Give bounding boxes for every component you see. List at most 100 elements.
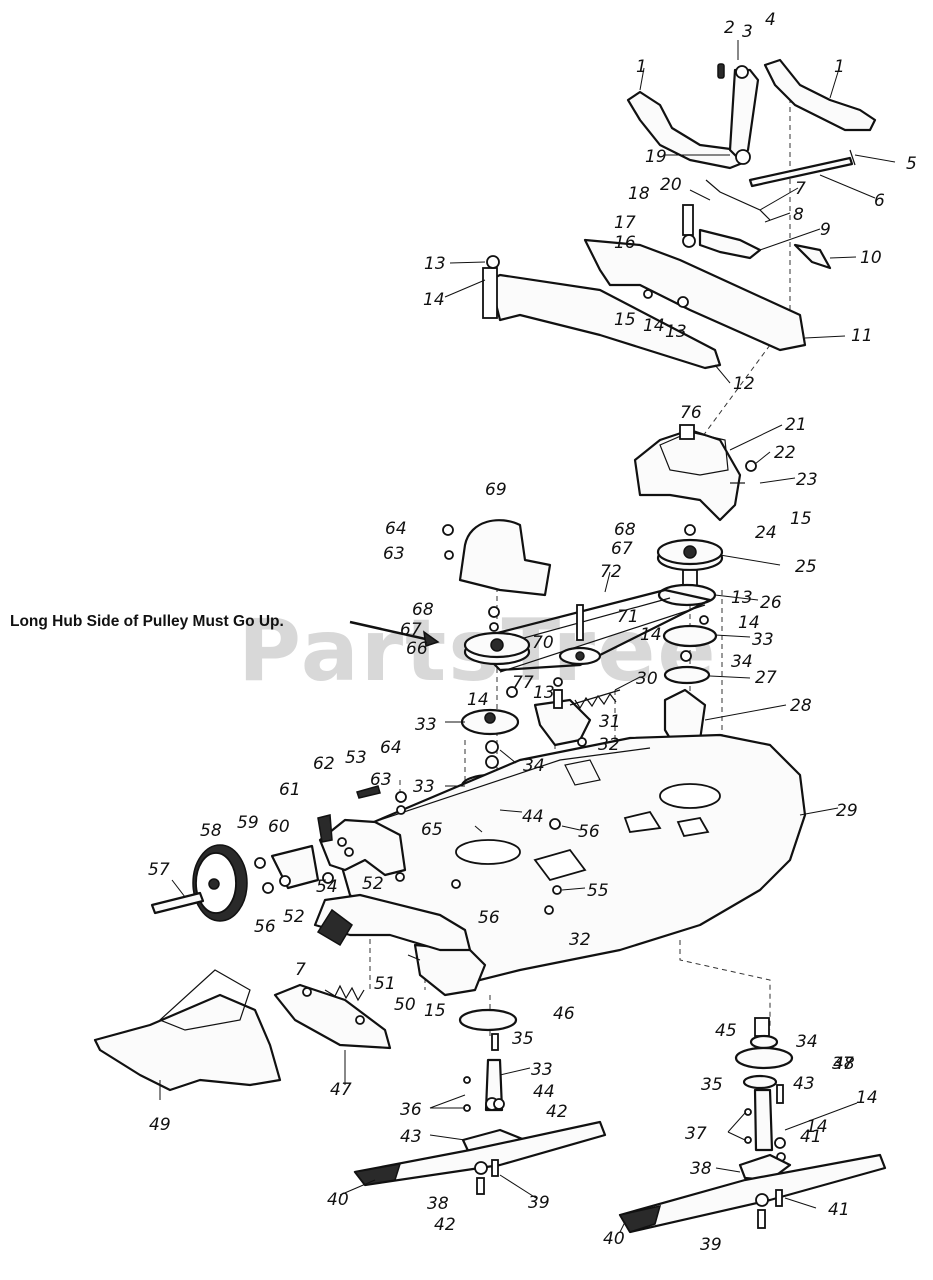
part-number-40: 40 — [327, 1190, 349, 1210]
part-number-68: 68 — [412, 600, 434, 620]
part-number-65: 65 — [421, 820, 443, 840]
part-number-13: 13 — [424, 254, 446, 274]
part-number-40: 40 — [603, 1229, 625, 1249]
pulley-orientation-note: Long Hub Side of Pulley Must Go Up. — [10, 613, 284, 630]
part-number-30: 30 — [636, 669, 658, 689]
part-number-33: 33 — [415, 715, 437, 735]
part-number-52: 52 — [283, 907, 305, 927]
part-number-56: 56 — [578, 822, 600, 842]
part-number-41: 41 — [800, 1127, 822, 1147]
part-number-1: 1 — [834, 57, 845, 77]
part-number-58: 58 — [200, 821, 222, 841]
part-number-6: 6 — [874, 191, 885, 211]
part-number-2: 2 — [724, 18, 735, 38]
left-spindle-blade-assembly — [353, 1008, 607, 1195]
part-number-32: 32 — [598, 735, 620, 755]
part-number-12: 12 — [733, 374, 755, 394]
part-number-68: 68 — [614, 520, 636, 540]
part-number-26: 26 — [760, 593, 782, 613]
part-number-16: 16 — [614, 233, 636, 253]
part-number-37: 37 — [685, 1124, 707, 1144]
part-number-71: 71 — [617, 607, 639, 627]
part-number-11: 11 — [851, 326, 873, 346]
part-number-57: 57 — [148, 860, 170, 880]
note-arrow — [349, 620, 440, 647]
pulley-and-belt-assembly — [463, 524, 724, 673]
part-number-46: 46 — [553, 1004, 575, 1024]
part-number-33: 33 — [752, 630, 774, 650]
part-number-43: 43 — [793, 1074, 815, 1094]
part-number-3: 3 — [742, 22, 753, 42]
part-number-4: 4 — [765, 10, 776, 30]
part-number-34: 34 — [523, 756, 545, 776]
part-number-7: 7 — [795, 179, 806, 199]
part-number-39: 39 — [528, 1193, 550, 1213]
part-number-56: 56 — [254, 917, 276, 937]
gauge-wheel-bracket — [254, 785, 407, 894]
part-number-44: 44 — [533, 1082, 555, 1102]
part-number-55: 55 — [587, 881, 609, 901]
part-number-19: 19 — [645, 147, 667, 167]
part-number-17: 17 — [614, 213, 636, 233]
part-number-33: 33 — [413, 777, 435, 797]
part-number-70: 70 — [532, 633, 554, 653]
part-number-36: 36 — [400, 1100, 422, 1120]
part-number-35: 35 — [701, 1075, 723, 1095]
part-number-18: 18 — [628, 184, 650, 204]
part-number-42: 42 — [434, 1215, 456, 1235]
part-number-59: 59 — [237, 813, 259, 833]
part-number-42: 42 — [546, 1102, 568, 1122]
part-number-67: 67 — [611, 539, 633, 559]
part-number-15: 15 — [424, 1001, 446, 1021]
part-number-62: 62 — [313, 754, 335, 774]
mounting-bracket-assembly — [482, 204, 832, 370]
part-number-35: 35 — [512, 1029, 534, 1049]
part-number-69: 69 — [485, 480, 507, 500]
part-number-61: 61 — [279, 780, 301, 800]
part-number-28: 28 — [790, 696, 812, 716]
part-number-63: 63 — [383, 544, 405, 564]
part-number-5: 5 — [906, 154, 917, 174]
part-number-63: 63 — [370, 770, 392, 790]
part-number-38: 38 — [690, 1159, 712, 1179]
part-number-52: 52 — [362, 874, 384, 894]
part-number-27: 27 — [755, 668, 777, 688]
part-number-31: 31 — [599, 712, 621, 732]
part-number-67: 67 — [400, 620, 422, 640]
part-number-8: 8 — [793, 205, 804, 225]
part-number-9: 9 — [820, 220, 831, 240]
part-number-51: 51 — [374, 974, 396, 994]
part-number-14: 14 — [640, 625, 662, 645]
belt-guard — [633, 424, 757, 522]
part-number-60: 60 — [268, 817, 290, 837]
part-number-56: 56 — [478, 908, 500, 928]
part-number-38: 38 — [427, 1194, 449, 1214]
part-number-47: 47 — [330, 1080, 352, 1100]
lift-arm-assembly — [626, 58, 877, 221]
part-number-13: 13 — [665, 322, 687, 342]
part-number-32: 32 — [569, 930, 591, 950]
part-number-64: 64 — [385, 519, 407, 539]
part-number-34: 34 — [731, 652, 753, 672]
part-number-13: 13 — [731, 588, 753, 608]
part-number-64: 64 — [380, 738, 402, 758]
part-number-14: 14 — [738, 613, 760, 633]
gauge-wheel — [150, 844, 248, 922]
part-number-7: 7 — [295, 960, 306, 980]
part-number-39: 39 — [700, 1235, 722, 1255]
part-number-21: 21 — [785, 415, 807, 435]
part-number-45: 45 — [715, 1021, 737, 1041]
part-number-14: 14 — [467, 690, 489, 710]
part-number-54: 54 — [316, 877, 338, 897]
part-number-14: 14 — [856, 1088, 878, 1108]
part-number-15: 15 — [790, 509, 812, 529]
part-number-66: 66 — [406, 639, 428, 659]
part-number-43: 43 — [400, 1127, 422, 1147]
part-number-37: 37 — [832, 1054, 854, 1074]
part-number-77: 77 — [512, 673, 534, 693]
part-number-20: 20 — [660, 175, 682, 195]
part-number-76: 76 — [680, 403, 702, 423]
idler-arm-assembly — [506, 677, 621, 747]
right-spindle-blade-assembly — [618, 1017, 887, 1234]
